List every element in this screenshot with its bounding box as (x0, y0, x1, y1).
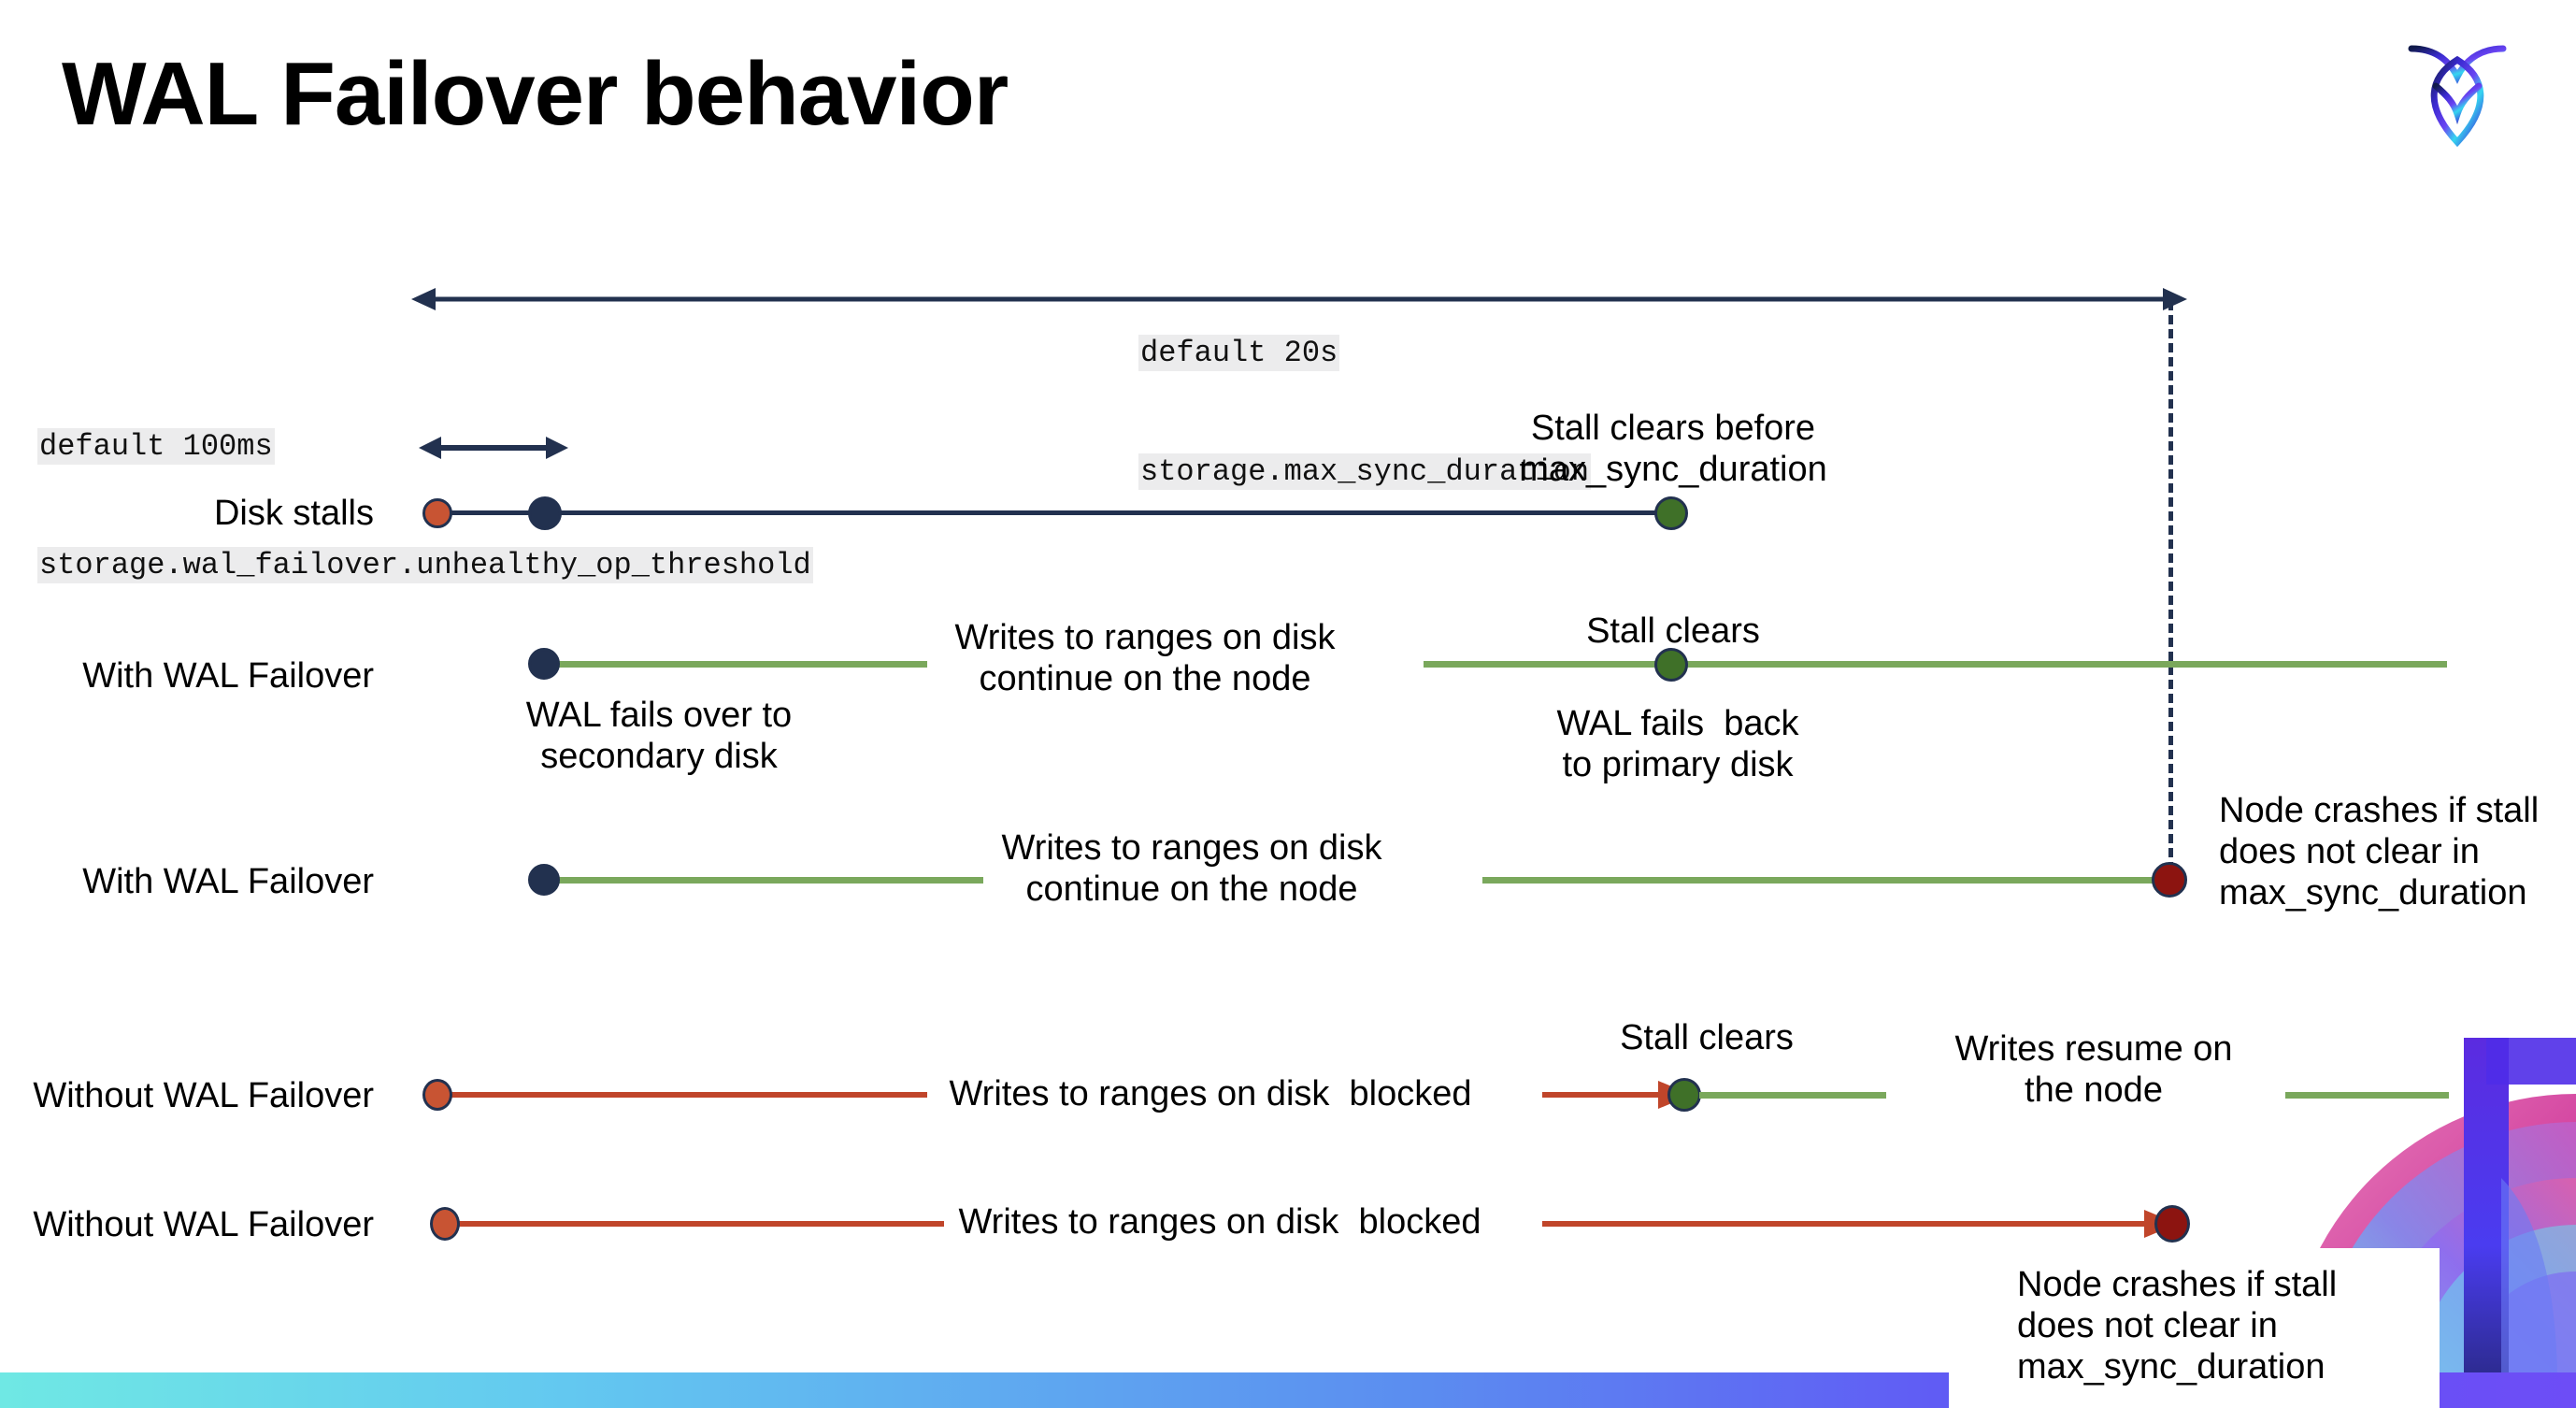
without-wal-2-mid-note: Writes to ranges on disk blocked (958, 1202, 1481, 1242)
row-label-without-wal-failover-2: Without WAL Failover (33, 1205, 374, 1244)
page-title: WAL Failover behavior (62, 44, 1009, 144)
disk-stalls-clear-dot (1654, 496, 1688, 530)
unhealthy-op-threshold-setting: default 100ms storage.wal_failover.unhea… (37, 349, 813, 665)
without-wal-2-blocked-arrow (1542, 1210, 2178, 1238)
disk-stalls-clear-note: Stall clears before max_sync_duration (1519, 409, 1827, 490)
without-wal-1-mid-note: Writes to ranges on disk blocked (949, 1074, 1472, 1113)
wal-failover-1-clear-dot (1654, 648, 1688, 682)
row-label-without-wal-failover-1: Without WAL Failover (33, 1076, 374, 1115)
disk-stalls-start-dot (422, 498, 452, 528)
wal-failover-1-start-dot (528, 648, 560, 680)
without-wal-1-blocked-segment-a (441, 1092, 927, 1098)
wal-failover-1-segment-b (1424, 661, 2447, 668)
wal-failover-1-end-note: WAL fails back to primary disk (1556, 704, 1799, 785)
without-wal-1-clear-dot (1667, 1078, 1701, 1112)
wal-failover-2-crash-dot (2152, 862, 2187, 898)
without-wal-1-resume-segment (1699, 1092, 1886, 1099)
row-label-disk-stalls: Disk stalls (213, 494, 374, 533)
wal-failover-2-crash-note: Node crashes if stall does not clear in … (2219, 791, 2540, 913)
disk-stalls-threshold-dot (528, 496, 562, 530)
wal-failover-2-segment-b (1482, 877, 2178, 884)
unhealthy-op-setting-name: storage.wal_failover.unhealthy_op_thresh… (37, 547, 813, 584)
disk-stalls-timeline (436, 510, 1679, 515)
without-wal-2-crash-note: Node crashes if stall does not clear in … (2017, 1265, 2338, 1387)
without-wal-2-start-dot (430, 1207, 460, 1241)
max-sync-duration-setting: default 20s storage.max_sync_duration (1138, 255, 1592, 571)
wal-failover-2-start-dot (528, 864, 560, 896)
wal-failover-1-mid-note: Writes to ranges on disk continue on the… (954, 618, 1336, 699)
unhealthy-op-default-label: default 100ms (37, 428, 275, 466)
without-wal-2-blocked-segment-a (449, 1221, 944, 1227)
wal-failover-1-segment-a (544, 661, 927, 668)
without-wal-1-resume-note: Writes resume on the node (1954, 1029, 2233, 1111)
row-label-with-wal-failover-1: With WAL Failover (82, 656, 374, 696)
unhealthy-op-threshold-arrow (419, 437, 568, 459)
wal-failover-1-clear-note: Stall clears (1586, 611, 1760, 651)
wal-failover-1-start-note: WAL fails over to secondary disk (525, 696, 793, 777)
row-label-with-wal-failover-2: With WAL Failover (82, 862, 374, 901)
cockroach-labs-logo-icon (2402, 28, 2512, 150)
wal-failover-2-segment-a (544, 877, 983, 884)
without-wal-1-start-dot (422, 1079, 452, 1111)
max-sync-duration-dashed-guide (2168, 301, 2173, 871)
max-sync-default-label: default 20s (1138, 335, 1340, 372)
wal-failover-2-mid-note: Writes to ranges on disk continue on the… (1001, 828, 1382, 910)
crash-note-backdrop (1949, 1248, 2440, 1408)
without-wal-1-clear-note: Stall clears (1620, 1018, 1794, 1057)
max-sync-setting-name: storage.max_sync_duration (1138, 453, 1592, 491)
without-wal-2-crash-dot (2154, 1205, 2190, 1243)
without-wal-1-resume-segment-b (2285, 1092, 2449, 1099)
